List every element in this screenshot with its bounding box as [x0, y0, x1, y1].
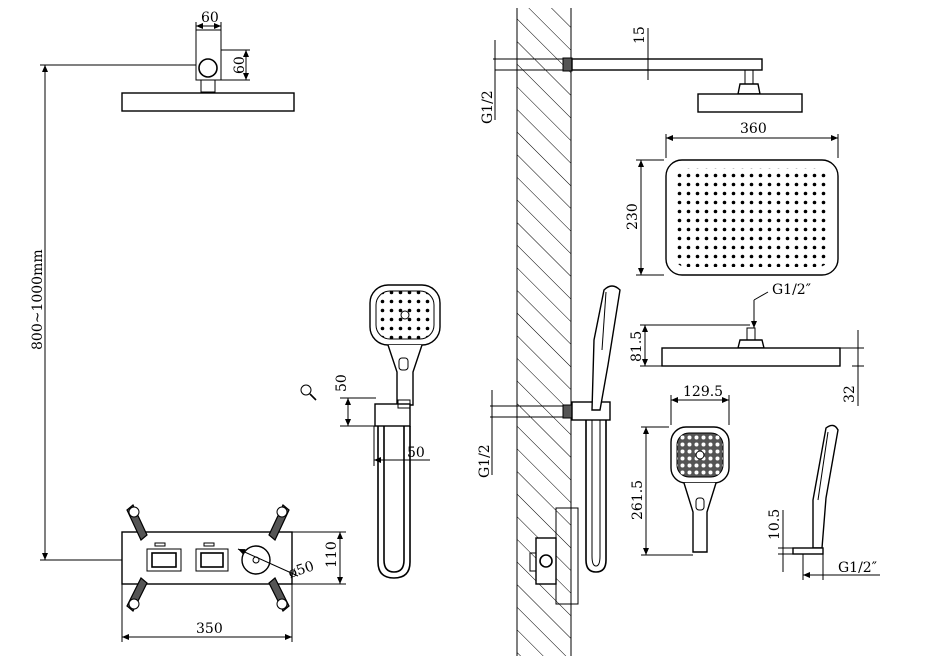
dim-head-thickness: 32	[842, 385, 858, 403]
dim-arm-width: 60	[201, 10, 219, 26]
dim-valve-width: 350	[196, 621, 223, 637]
overhead-shower-front: 60 60	[121, 10, 295, 112]
dim-height-range: 800~1000mm	[30, 249, 46, 350]
hand-shower-front: 50 50	[334, 284, 441, 579]
dim-head-height: 230	[625, 203, 641, 230]
dim-bracket-thread: G1/2″	[838, 560, 877, 576]
concealed-valve-front: ø50 350 110	[121, 504, 346, 642]
height-range-dimension: 800~1000mm	[30, 64, 196, 561]
hand-shower-bracket-side: G1/2″ 10.5	[767, 424, 880, 580]
dim-knob-dia: ø50	[286, 558, 316, 581]
dim-head-thread: G1/2″	[772, 282, 811, 298]
shower-head-side-view: G1/2″ 81.5 32	[629, 282, 864, 406]
side-view: G1/2 15 G1/2	[477, 26, 803, 605]
dim-arm-height: 60	[232, 56, 248, 74]
dim-bracket-height: 10.5	[767, 509, 783, 540]
shower-head-top-view: 360 230	[625, 121, 839, 276]
dim-holder-height: 50	[334, 374, 350, 392]
left-front-view: 60 60 800~1000mm	[30, 10, 441, 642]
dim-thread-top: G1/2	[480, 90, 496, 124]
dim-hand-length: 261.5	[630, 480, 646, 520]
dim-thread-bottom: G1/2	[477, 444, 493, 478]
dim-holder-width: 50	[407, 445, 425, 461]
dim-head-width: 360	[740, 121, 767, 137]
dim-hand-width: 129.5	[683, 384, 723, 400]
magnifier-icon[interactable]	[300, 384, 317, 401]
dim-wall-offset: 15	[632, 26, 648, 44]
hand-shower-detail: 129.5 261.5	[630, 384, 730, 556]
dim-valve-height: 110	[324, 541, 340, 568]
dim-head-depth: 81.5	[629, 331, 645, 362]
